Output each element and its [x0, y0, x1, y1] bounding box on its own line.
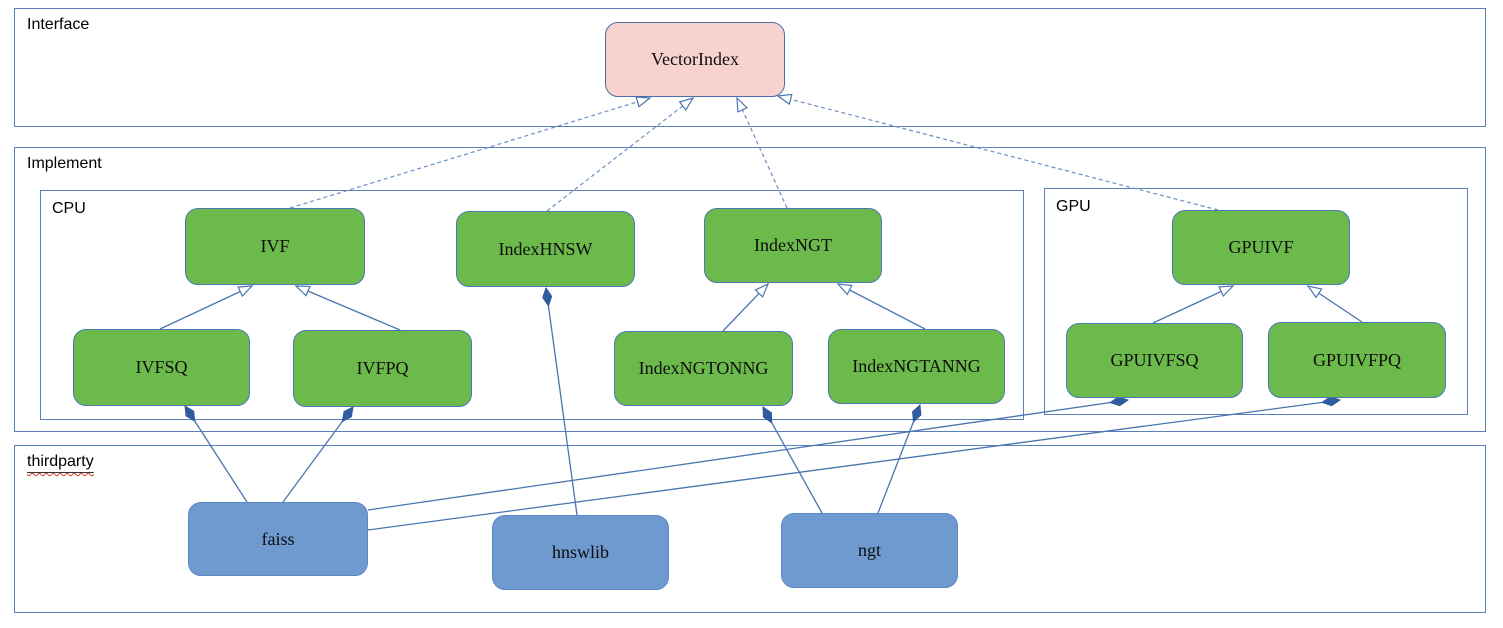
node-ivf: IVF [185, 208, 365, 285]
node-ivfsq-label: IVFSQ [135, 357, 188, 377]
thirdparty-label-text: thirdparty [27, 453, 94, 470]
node-indexngt: IndexNGT [704, 208, 882, 283]
node-indexngtonng: IndexNGTONNG [614, 331, 793, 406]
node-faiss-label: faiss [261, 528, 295, 549]
node-ngt-label: ngt [857, 540, 881, 560]
cpu-container-label: CPU [52, 200, 86, 217]
node-gpuivfpq-label: GPUIVFPQ [1312, 349, 1402, 370]
node-faiss: faiss [188, 502, 368, 576]
node-vectorindex: VectorIndex [605, 22, 785, 97]
gpu-container-label: GPU [1056, 198, 1091, 215]
node-ivf-label: IVF [260, 236, 290, 256]
node-gpuivfpq: GPUIVFPQ [1268, 322, 1446, 398]
node-ivfpq-label: IVFPQ [356, 358, 409, 378]
node-gpuivf-label: GPUIVF [1228, 237, 1294, 257]
node-vectorindex-label: VectorIndex [651, 49, 739, 69]
node-hnswlib: hnswlib [492, 515, 669, 590]
node-gpuivfsq-label: GPUIVFSQ [1110, 350, 1199, 370]
interface-container-label: Interface [27, 16, 90, 33]
node-indexngtonng-label: IndexNGTONNG [638, 358, 769, 378]
node-gpuivfsq: GPUIVFSQ [1066, 323, 1243, 398]
node-ivfpq: IVFPQ [293, 330, 472, 407]
node-indexngtanng-label: IndexNGTANNG [852, 356, 981, 376]
node-hnswlib-label: hnswlib [551, 542, 609, 562]
node-ngt: ngt [781, 513, 958, 588]
node-indexhnsw: IndexHNSW [456, 211, 635, 287]
node-ivfsq: IVFSQ [73, 329, 250, 406]
node-gpuivf: GPUIVF [1172, 210, 1350, 285]
node-indexhnsw-label: IndexHNSW [498, 238, 593, 259]
node-indexngtanng: IndexNGTANNG [828, 329, 1005, 404]
node-indexngt-label: IndexNGT [754, 235, 832, 255]
implement-container-label: Implement [27, 155, 102, 172]
thirdparty-container-label: thirdparty [27, 453, 94, 471]
